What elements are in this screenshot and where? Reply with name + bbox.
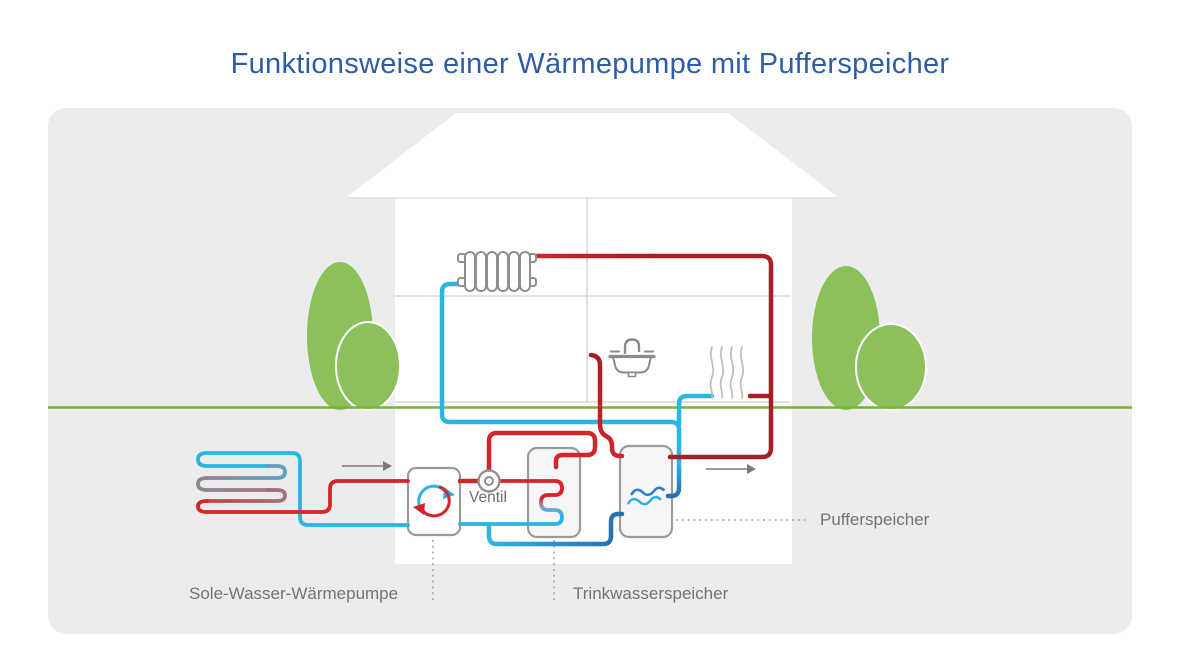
label-dhw-tank: Trinkwasserspeicher (573, 584, 729, 603)
valve-circle-icon (477, 469, 501, 493)
flow-arrow-icon (706, 464, 756, 474)
buffer-outlet-pipe (486, 511, 625, 547)
buffer-tank (618, 444, 674, 539)
radiator-return-pipe (439, 281, 682, 473)
label-valve: Ventil (469, 489, 507, 506)
bushes-left (307, 262, 401, 411)
heating-riser-pipe (647, 253, 774, 460)
label-buffer-tank: Pufferspeicher (820, 510, 930, 529)
heat-pump-unit (406, 466, 462, 537)
sink-supply-pipe (588, 352, 625, 459)
label-heat-pump: Sole-Wasser-Wärmepumpe (189, 584, 399, 603)
dhw-tank (526, 446, 582, 539)
water-wave-icon (627, 486, 665, 506)
ground-collector-coil (196, 451, 410, 527)
roof (347, 113, 838, 197)
dhw-heat-exchanger-coil (458, 479, 564, 526)
diagram-title: Funktionsweise einer Wärmepumpe mit Puff… (230, 48, 950, 80)
refresh-cycle-icon (413, 484, 455, 518)
bush-icon (855, 323, 927, 411)
bush-icon (335, 321, 401, 411)
radiator-icon (457, 251, 537, 292)
flow-arrow-icon (342, 461, 392, 471)
underfloor-return-pipe (676, 393, 715, 427)
buffer-inlet-pipe (665, 465, 682, 499)
heat-waves-icon (709, 346, 744, 399)
bushes-right (812, 266, 927, 411)
sink-faucet-icon (608, 338, 656, 378)
cold-pipes (439, 281, 715, 547)
valve-top-branch-pipe (486, 430, 598, 475)
